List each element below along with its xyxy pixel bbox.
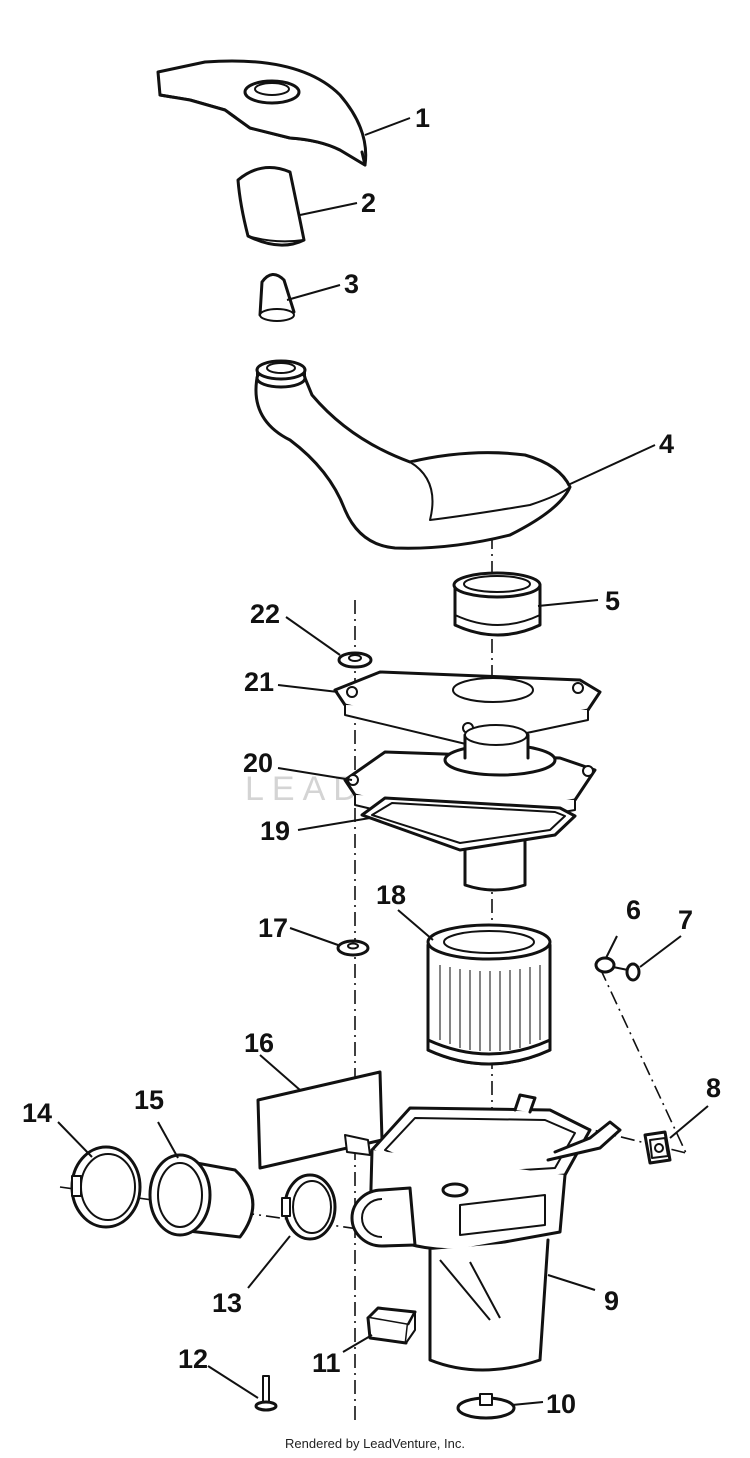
callout-15: 15 <box>134 1085 164 1115</box>
part-11-block <box>366 1306 417 1345</box>
callout-13: 13 <box>212 1288 242 1318</box>
part-1-cover <box>156 59 368 167</box>
callout-5: 5 <box>605 586 620 616</box>
part-22-nut <box>337 651 373 669</box>
callout-8: 8 <box>706 1073 721 1103</box>
part-18-filter <box>426 923 552 1066</box>
callout-12: 12 <box>178 1344 208 1374</box>
callout-7: 7 <box>678 905 693 935</box>
footer-credit: Rendered by LeadVenture, Inc. <box>285 1436 465 1451</box>
part-6-bolt <box>594 956 629 974</box>
callout-18: 18 <box>376 880 406 910</box>
part-4-duct <box>254 359 572 550</box>
part-19-gasket <box>360 796 577 852</box>
callout-16: 16 <box>244 1028 274 1058</box>
part-14-clamp <box>70 1145 142 1229</box>
callout-6: 6 <box>626 895 641 925</box>
part-7-washer <box>625 962 641 982</box>
part-8-clip <box>643 1130 672 1165</box>
center-lines <box>59 535 687 1420</box>
callout-21: 21 <box>244 667 274 697</box>
callout-14: 14 <box>22 1098 52 1128</box>
callout-10: 10 <box>546 1389 576 1419</box>
callout-3: 3 <box>344 269 359 299</box>
part-21-lid <box>333 670 602 746</box>
callout-1: 1 <box>415 103 430 133</box>
callout-numbers: 1 2 3 4 5 6 7 8 9 10 11 12 13 14 15 16 1… <box>22 103 721 1419</box>
part-5-sleeve <box>452 571 542 637</box>
part-12-screw <box>254 1375 278 1412</box>
callout-20: 20 <box>243 748 273 778</box>
callout-9: 9 <box>604 1286 619 1316</box>
part-13-clamp <box>281 1173 337 1241</box>
callout-2: 2 <box>361 188 376 218</box>
callout-11: 11 <box>312 1348 341 1378</box>
part-17-washer <box>336 939 370 957</box>
callout-17: 17 <box>258 913 288 943</box>
part-3-cone <box>258 273 296 322</box>
part-2-foam <box>236 166 306 247</box>
callout-4: 4 <box>659 429 674 459</box>
part-15-coupler <box>148 1153 255 1239</box>
leader-lines <box>57 117 709 1406</box>
callout-19: 19 <box>260 816 290 846</box>
part-10-drain <box>456 1393 516 1420</box>
callout-22: 22 <box>250 599 280 629</box>
part-9-airbox <box>344 1093 622 1372</box>
